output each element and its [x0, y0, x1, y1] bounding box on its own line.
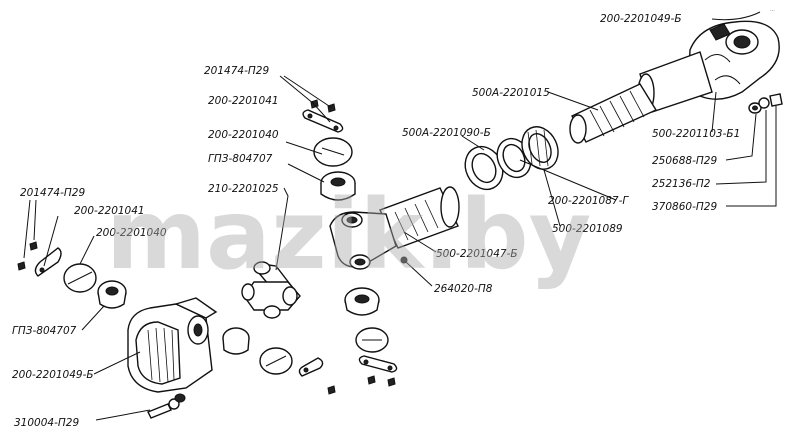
cap-top — [313, 137, 353, 167]
plug-lower — [222, 327, 250, 355]
part-labels: 200-2201049-Б 500А-2201015 500-2201103-Б… — [12, 7, 775, 429]
plug-center — [344, 287, 380, 316]
spline-shaft — [569, 83, 658, 144]
plate-lower — [298, 357, 336, 395]
sleeve-yoke — [329, 186, 460, 270]
cap-left — [63, 263, 97, 293]
cover-plate-left — [34, 247, 62, 277]
label-cap-top: 200-2201040 — [208, 129, 279, 141]
cover-plate-top — [302, 109, 344, 133]
cap-lower — [259, 347, 293, 375]
label-plug-left: ГПЗ-804707 — [12, 325, 77, 337]
label-ring-mid: 200-2201087-Г — [548, 195, 629, 207]
label-shaft-spline: 500А-2201015 — [472, 87, 550, 99]
label-flange-yoke-left: 200-2201049-Б — [12, 369, 94, 381]
label-sleeve-yoke: 500-2201047-Б — [436, 248, 518, 260]
cap-center — [355, 327, 389, 353]
label-cap-left: 200-2201040 — [96, 227, 167, 239]
label-screw-top: 201474-П29 — [204, 65, 269, 77]
label-bolt-left: 310004-П29 — [14, 417, 79, 429]
label-cover-plate-top: 200-2201041 — [208, 95, 279, 107]
label-cover-plate-left: 200-2201041 — [74, 205, 145, 217]
label-yoke-top-right: 200-2201049-Б — [600, 13, 682, 25]
plug-left — [97, 280, 127, 309]
cover-plate-center — [358, 355, 398, 373]
label-washer-top: 250688-П29 — [652, 155, 717, 167]
label-yoke-seal: 500-2201103-Б1 — [652, 128, 740, 140]
label-plug-top: ГПЗ-804707 — [208, 153, 273, 165]
label-bolt-right: 370860-П29 — [652, 201, 717, 213]
yoke-top-right — [689, 20, 780, 100]
label-cross-top: 210-2201025 — [208, 183, 279, 195]
leader-lines — [23, 11, 777, 421]
screws-left — [17, 241, 38, 271]
label-ring-front: 500А-2201090-Б — [402, 127, 491, 139]
washers-right — [748, 93, 783, 114]
watermark: mazik.by — [106, 179, 591, 291]
label-screw-left: 201474-П29 — [20, 187, 85, 199]
label-grease-fitting: 264020-П8 — [434, 283, 493, 295]
universal-joint-cross — [241, 261, 301, 319]
screws-center — [367, 375, 396, 387]
plug-top — [320, 171, 356, 201]
flange-yoke-left — [127, 297, 218, 393]
corner-note: ... — [770, 7, 775, 13]
label-washer-mid: 252136-П2 — [652, 178, 711, 190]
bearing-right — [521, 126, 559, 170]
bolt-left — [147, 393, 186, 419]
ring-front — [464, 145, 504, 191]
label-bearing-right: 500-2201089 — [552, 223, 623, 235]
